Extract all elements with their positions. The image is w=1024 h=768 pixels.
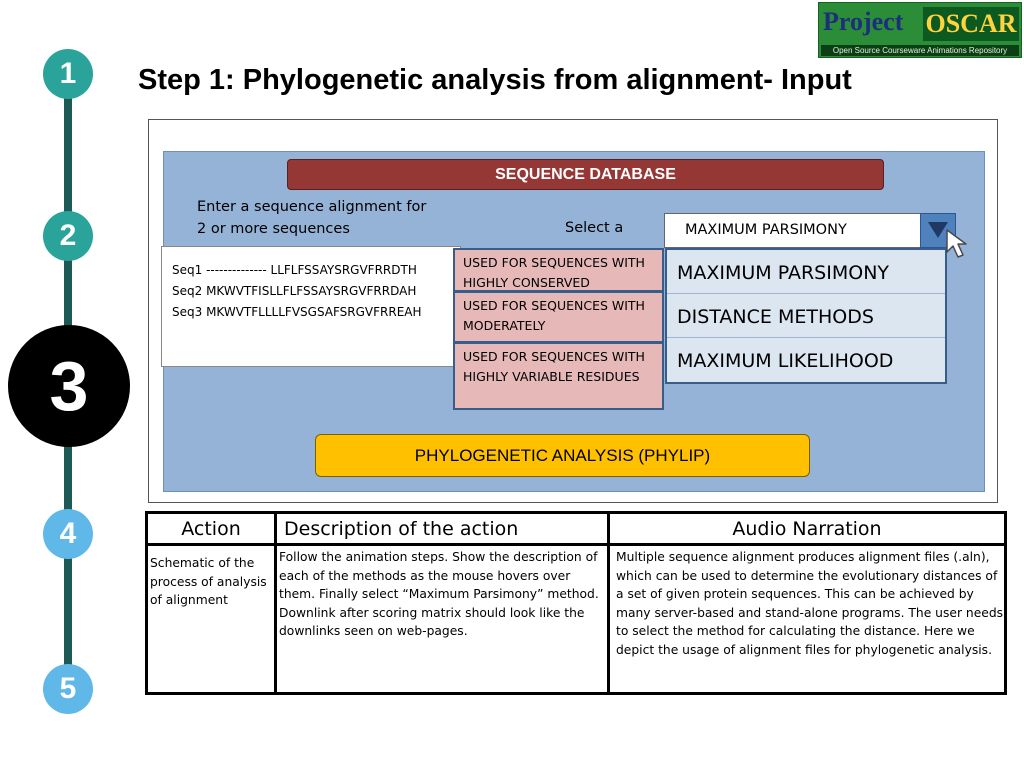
header-audio-narration: Audio Narration [732, 517, 882, 540]
tooltip-distance-methods: USED FOR SEQUENCES WITH MODERATELY [453, 291, 664, 343]
logo-project-text: Project [823, 7, 904, 36]
logo-tagline: Open Source Courseware Animations Reposi… [821, 45, 1019, 56]
sequence-line: Seq3 MKWVTFLLLLFVSGSAFSRGVFRREAH [172, 305, 422, 319]
column-divider [274, 514, 277, 692]
option-maximum-parsimony[interactable]: MAXIMUM PARSIMONY [667, 250, 945, 294]
chevron-down-icon [928, 222, 948, 238]
step-2-marker[interactable]: 2 [43, 211, 93, 261]
tooltip-maximum-parsimony: USED FOR SEQUENCES WITH HIGHLY CONSERVED [453, 248, 664, 292]
phylip-analysis-button[interactable]: PHYLOGENETIC ANALYSIS (PHYLIP) [315, 434, 810, 477]
cursor-icon [946, 229, 967, 258]
select-method-label: Select a [565, 220, 624, 236]
cell-audio-narration: Multiple sequence alignment produces ali… [616, 550, 1004, 657]
project-oscar-logo: Project OSCAR Open Source Courseware Ani… [818, 2, 1022, 58]
header-divider [148, 543, 1004, 546]
step-3-marker-current[interactable]: 3 [8, 325, 130, 447]
logo-oscar-text: OSCAR [923, 7, 1019, 41]
page-title: Step 1: Phylogenetic analysis from align… [138, 64, 852, 96]
step-1-marker[interactable]: 1 [43, 49, 93, 99]
method-select[interactable]: MAXIMUM PARSIMONY [664, 213, 956, 248]
tooltip-maximum-likelihood: USED FOR SEQUENCES WITH HIGHLY VARIABLE … [453, 342, 664, 410]
step-4-marker[interactable]: 4 [43, 509, 93, 559]
option-maximum-likelihood[interactable]: MAXIMUM LIKELIHOOD [677, 350, 894, 372]
column-divider [607, 514, 610, 692]
enter-alignment-label: Enter a sequence alignment for 2 or more… [197, 199, 427, 237]
method-select-value: MAXIMUM PARSIMONY [685, 222, 847, 238]
sequence-input[interactable]: Seq1 -------------- LLFLFSSAYSRGVFRRDTH … [161, 246, 461, 367]
sequence-line: Seq2 MKWVTFISLLFLFSSAYSRGVFRRDAH [172, 284, 417, 298]
method-options-list: MAXIMUM PARSIMONY DISTANCE METHODS MAXIM… [665, 248, 947, 384]
option-distance-methods[interactable]: DISTANCE METHODS [667, 294, 945, 338]
cell-description: Follow the animation steps. Show the des… [279, 550, 599, 639]
header-action: Action [181, 517, 241, 540]
cell-action: Schematic of the process of analysis of … [150, 556, 267, 608]
storyboard-table: Action Description of the action Audio N… [145, 511, 1007, 695]
step-5-marker[interactable]: 5 [43, 664, 93, 714]
sequence-database-header: SEQUENCE DATABASE [287, 159, 884, 190]
header-description: Description of the action [284, 517, 519, 540]
sequence-line: Seq1 -------------- LLFLFSSAYSRGVFRRDTH [172, 263, 417, 277]
